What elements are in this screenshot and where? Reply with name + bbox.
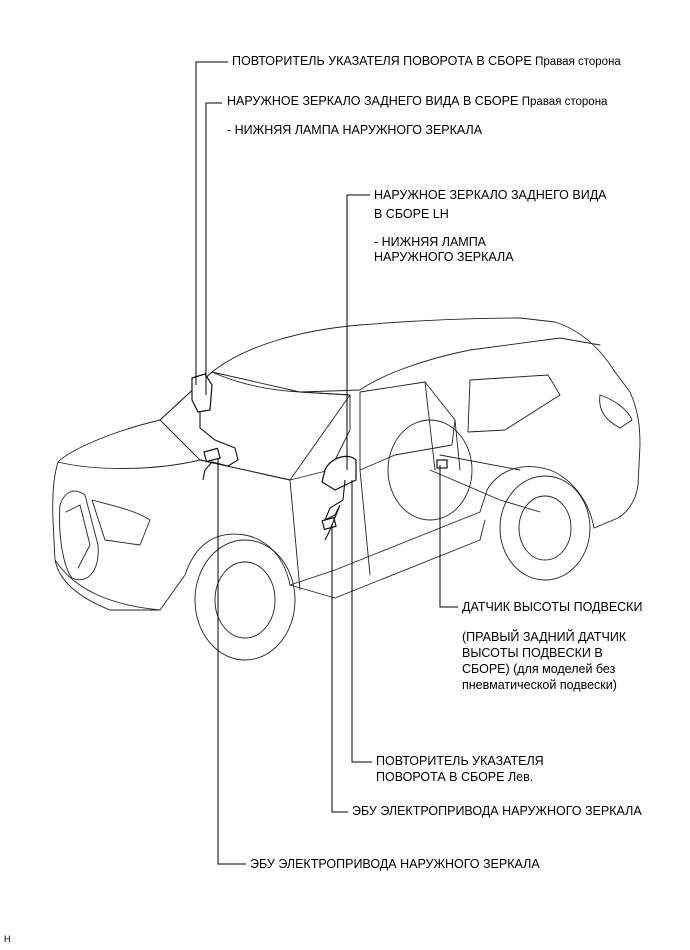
label-height-sensor-detail2: ВЫСОТЫ ПОДВЕСКИ В [462,646,603,660]
label-outer-mirror-lh-line1: НАРУЖНОЕ ЗЕРКАЛО ЗАДНЕГО ВИДА [374,188,607,202]
car-body-outline [52,317,641,611]
front-bumper [54,559,161,611]
inner-wheel [387,419,473,521]
leader-turn-repeater-rh [195,61,228,385]
label-outer-mirror-rh: НАРУЖНОЕ ЗЕРКАЛО ЗАДНЕГО ВИДА В СБОРЕ Пр… [227,92,607,112]
leader-mirror-ecu-rh [217,458,246,865]
door-seam [289,469,371,591]
label-turn-repeater-lh-line2: ПОВОРОТА В СБОРЕ Лев. [376,770,534,784]
grille-inner [65,504,91,569]
mirror-rh [191,373,213,413]
label-height-sensor-detail4: пневматической подвески) [462,678,617,692]
label-outer-mirror-rh-main: НАРУЖНОЕ ЗЕРКАЛО ЗАДНЕГО ВИДА В СБОРЕ [227,94,519,108]
label-outer-mirror-lh-lamp-line1: - НИЖНЯЯ ЛАМПА [374,235,487,249]
label-turn-repeater-lh-line1: ПОВТОРИТЕЛЬ УКАЗАТЕЛЯ [376,754,544,768]
label-height-sensor-detail1: (ПРАВЫЙ ЗАДНИЙ ДАТЧИК [462,630,627,644]
label-mirror-ecu-lh: ЭБУ ЭЛЕКТРОПРИВОДА НАРУЖНОГО ЗЕРКАЛА [352,804,642,818]
mirror-lh [321,455,357,491]
label-outer-mirror-rh-side: Правая сторона [521,96,608,108]
harness-rh [199,412,239,481]
footer-code: H [4,934,11,944]
rear-door-window [359,381,456,471]
roof-line [211,337,601,393]
rocker-panel [289,519,486,599]
label-outer-mirror-lh-lamp-line2: НАРУЖНОГО ЗЕРКАЛА [374,250,514,264]
rear-pillar [424,381,461,471]
label-turn-repeater-rh: ПОВТОРИТЕЛЬ УКАЗАТЕЛЯ ПОВОРОТА В СБОРЕ П… [232,52,621,72]
rear-wheel [499,475,591,581]
mirror-ecu-rh-box [203,447,221,463]
label-turn-repeater-rh-side: Правая сторона [535,56,621,68]
label-turn-repeater-rh-main: ПОВТОРИТЕЛЬ УКАЗАТЕЛЯ ПОВОРОТА В СБОРЕ [232,54,532,68]
leader-mirror-ecu-lh [331,524,348,813]
height-sensor-box [436,459,448,469]
headlight [91,499,151,546]
leader-outer-mirror-rh [205,102,222,395]
tail-light [599,394,633,429]
front-door-window [289,391,351,481]
rear-quarter-window [467,374,561,433]
leader-height-sensor [439,465,458,608]
label-mirror-ecu-rh: ЭБУ ЭЛЕКТРОПРИВОДА НАРУЖНОГО ЗЕРКАЛА [250,857,540,871]
label-outer-mirror-rh-lamp: - НИЖНЯЯ ЛАМПА НАРУЖНОГО ЗЕРКАЛА [227,123,483,137]
suspension-arm [429,454,541,513]
grille [59,490,99,581]
front-wheel-rim [214,561,276,639]
rear-wheel-rim [518,495,572,561]
hood-line [57,459,291,481]
leader-turn-repeater-lh [351,480,372,763]
windshield [159,371,351,481]
leader-outer-mirror-lh [346,194,370,470]
front-wheel [194,539,296,661]
label-height-sensor-detail3: СБОРЕ) (для моделей без [462,662,616,676]
label-height-sensor-title: ДАТЧИК ВЫСОТЫ ПОДВЕСКИ [462,600,643,614]
label-outer-mirror-lh-line2: В СБОРЕ LH [374,207,449,221]
